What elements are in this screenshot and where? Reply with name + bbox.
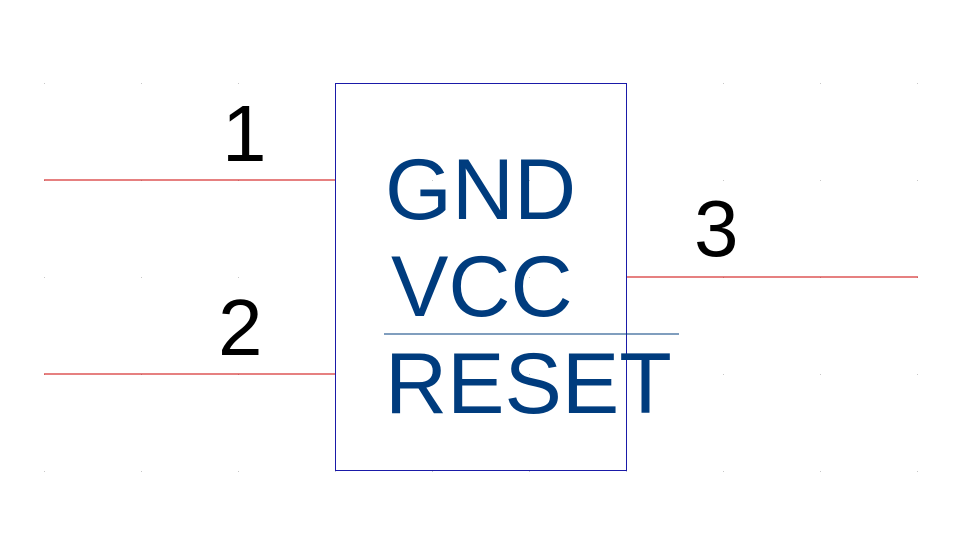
grid-dot [820, 83, 821, 84]
grid-dot [238, 471, 239, 472]
grid-dot [917, 374, 918, 375]
grid-dot [44, 471, 45, 472]
grid-dot [820, 374, 821, 375]
pin-3-number: 3 [694, 184, 739, 273]
grid-dot [238, 83, 239, 84]
pin-2-name: VCC [391, 239, 573, 335]
grid-dot [917, 471, 918, 472]
grid-dot [432, 471, 433, 472]
grid-dot [44, 277, 45, 278]
grid-dot [723, 180, 724, 181]
grid-dot [432, 180, 433, 181]
grid-dot [529, 471, 530, 472]
grid-dot [723, 374, 724, 375]
grid-dot [820, 471, 821, 472]
grid-dot [626, 471, 627, 472]
grid-dot [917, 83, 918, 84]
pin-1-number: 1 [222, 89, 267, 178]
grid-dot [917, 180, 918, 181]
grid-dot [432, 277, 433, 278]
grid-dot [529, 180, 530, 181]
grid-dot [238, 277, 239, 278]
grid-dot [44, 83, 45, 84]
pin-3-name: RESET [385, 336, 672, 432]
grid-dot [335, 471, 336, 472]
grid-dot [141, 83, 142, 84]
grid-dot [529, 374, 530, 375]
pin-2-number: 2 [218, 283, 263, 372]
pin-1-name: GND [385, 142, 576, 238]
grid-dot [723, 471, 724, 472]
grid-dot [141, 471, 142, 472]
component-body[interactable] [335, 83, 627, 471]
grid-dot [529, 277, 530, 278]
grid-dot [141, 277, 142, 278]
grid-dot [723, 83, 724, 84]
grid-dot [432, 374, 433, 375]
grid-dot [820, 180, 821, 181]
